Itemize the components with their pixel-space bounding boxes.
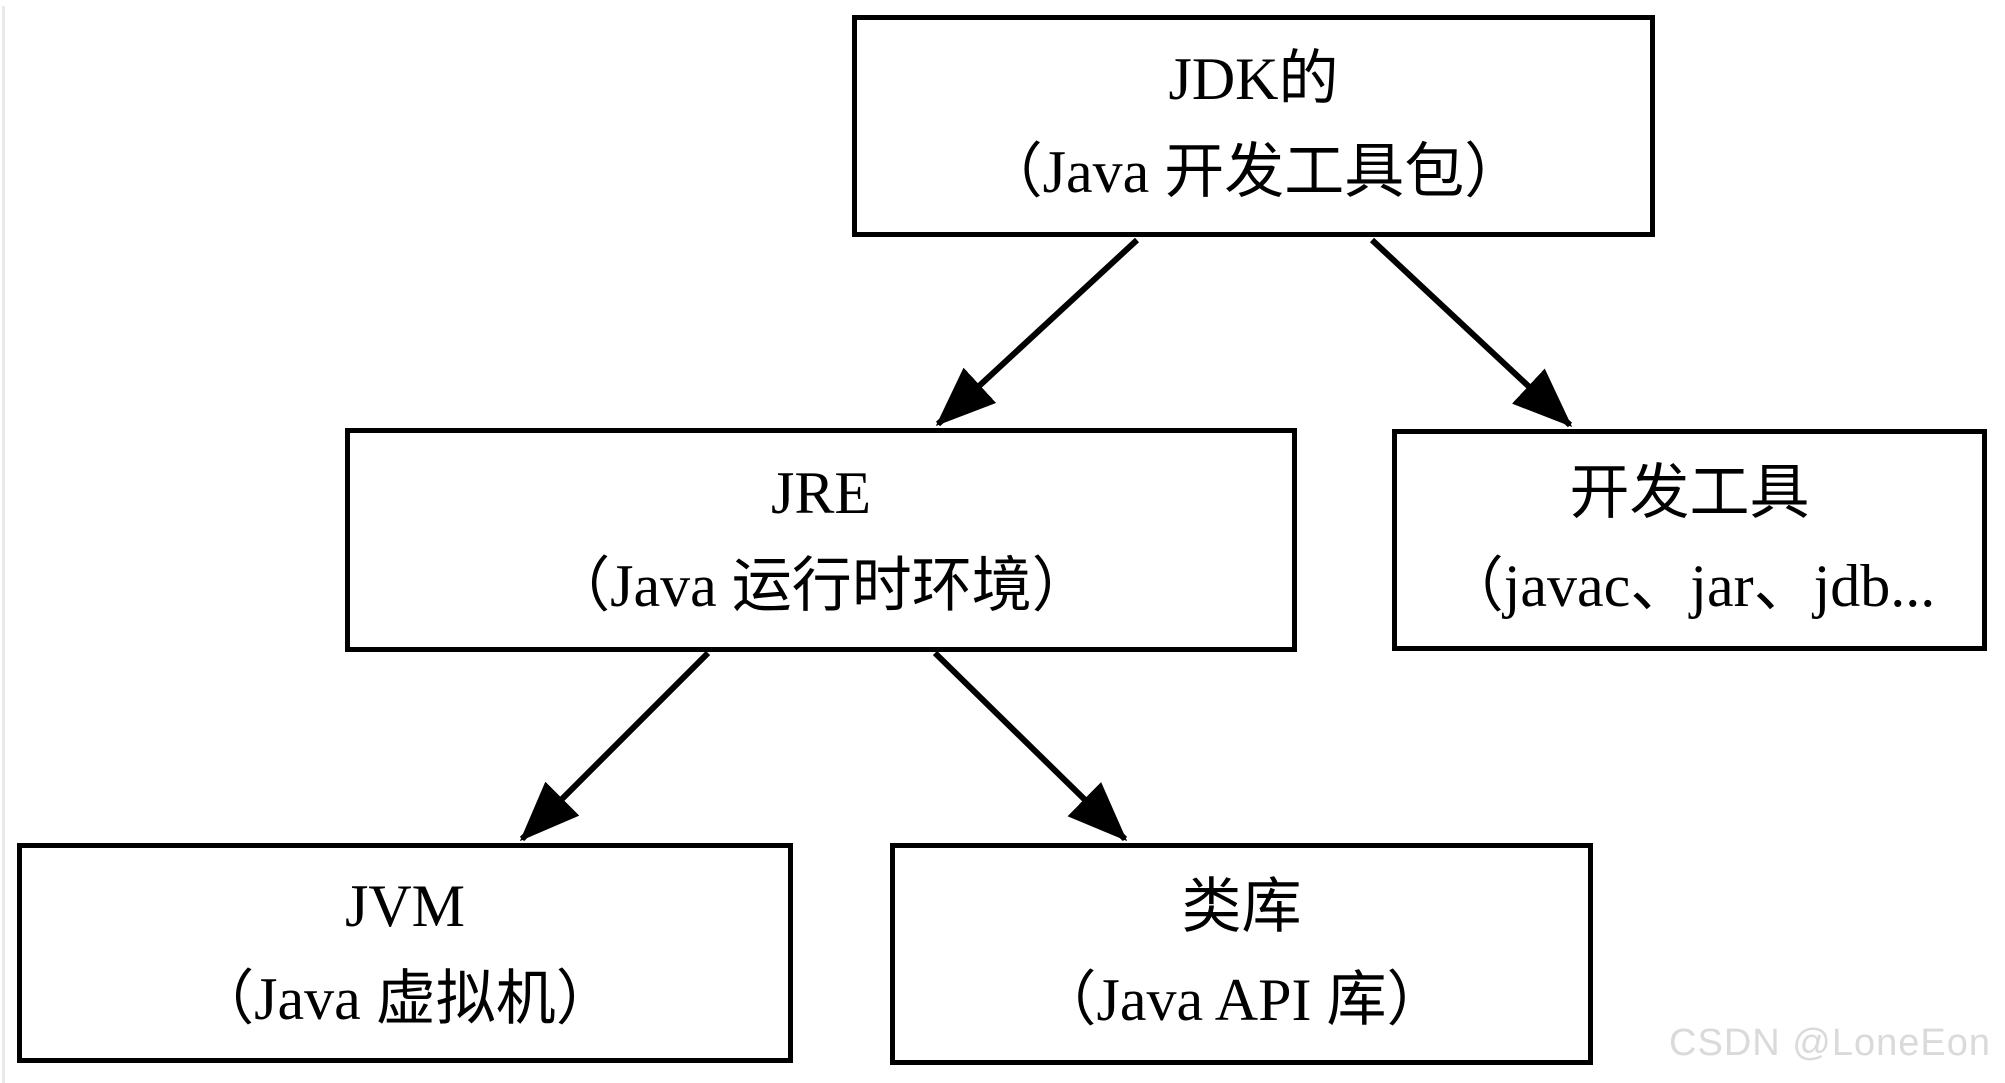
node-devtools-title: 开发工具: [1569, 460, 1810, 526]
node-jvm-subtitle: （Java 虚拟机）: [194, 966, 616, 1032]
arrow-jre-to-jvm: [519, 650, 711, 842]
arrow-jdk-to-jre: [935, 237, 1140, 427]
node-jre-title: JRE: [770, 460, 872, 526]
arrow-jre-to-classlib: [932, 650, 1128, 842]
node-jre: JRE （Java 运行时环境）: [345, 428, 1297, 652]
node-devtools-subtitle: （javac、jar、jdb...: [1443, 553, 1936, 619]
node-jvm-title: JVM: [344, 873, 466, 939]
node-jvm: JVM （Java 虚拟机）: [17, 843, 793, 1063]
node-classlib-subtitle: （Java API 库）: [1036, 967, 1447, 1033]
node-classlib: 类库 （Java API 库）: [890, 843, 1593, 1065]
left-edge-line: [2, 6, 5, 1083]
arrow-jdk-to-devtools: [1369, 237, 1573, 428]
csdn-watermark: CSDN @LoneEon: [1669, 1022, 1991, 1064]
node-jdk-subtitle: （Java 开发工具包）: [982, 139, 1525, 205]
node-classlib-title: 类库: [1181, 874, 1302, 940]
node-devtools: 开发工具 （javac、jar、jdb...: [1392, 429, 1987, 651]
node-jdk: JDK的 （Java 开发工具包）: [852, 15, 1655, 237]
node-jre-subtitle: （Java 运行时环境）: [550, 553, 1092, 619]
node-jdk-title: JDK的: [1168, 46, 1339, 112]
